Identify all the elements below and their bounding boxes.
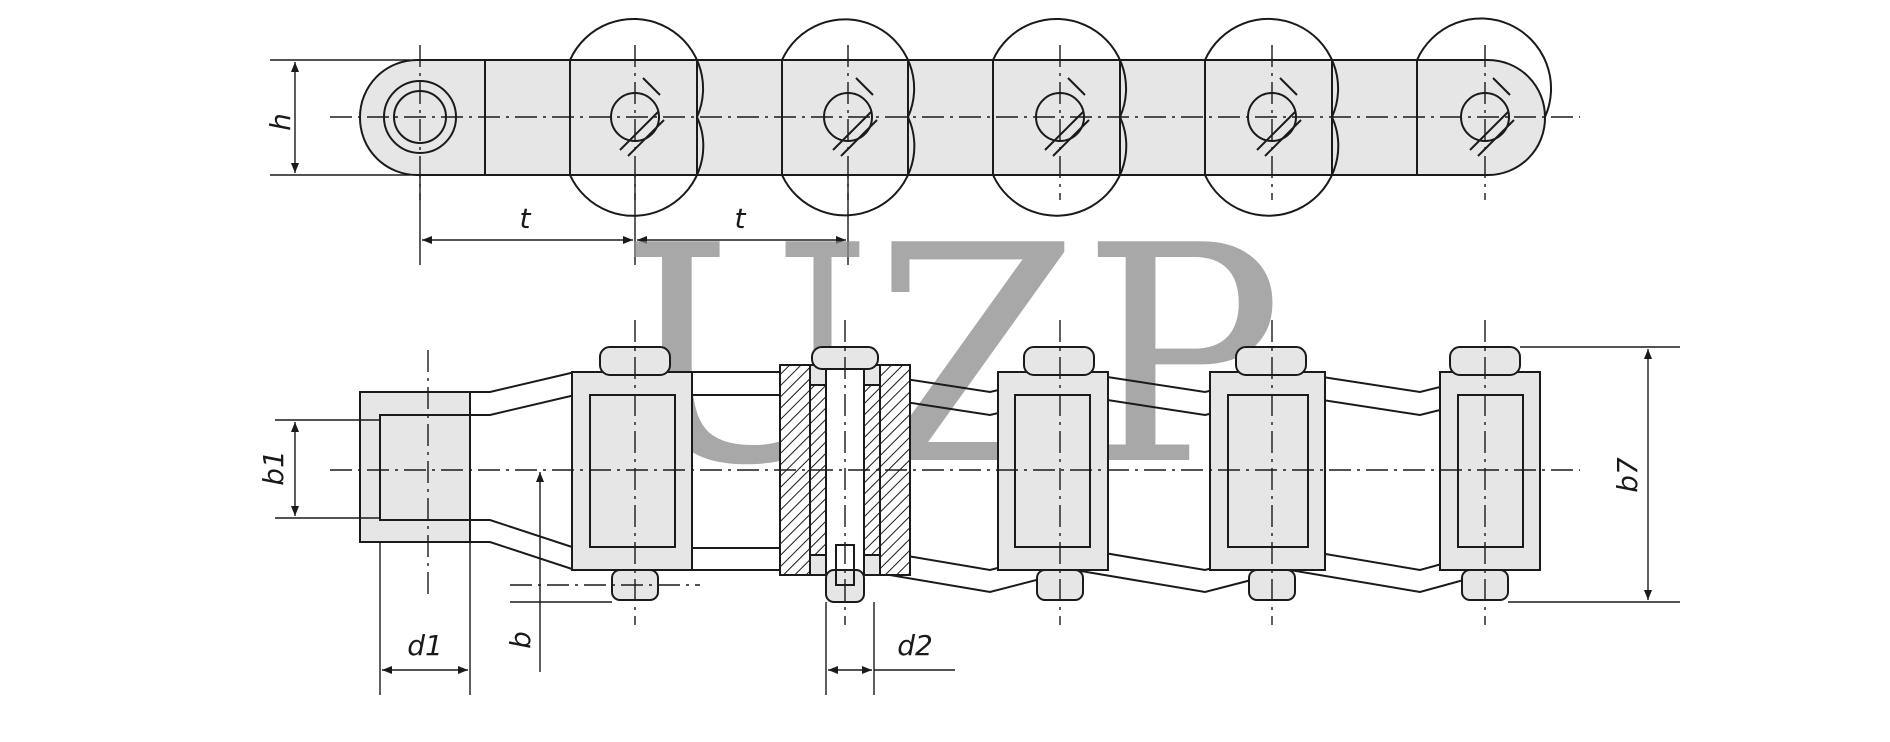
dimension-h <box>270 59 410 176</box>
dimension-b1 <box>275 419 380 519</box>
label-t-2: t <box>735 202 747 235</box>
dimension-b7 <box>1508 346 1680 603</box>
top-centerlines <box>330 45 1580 200</box>
top-view <box>270 17 1580 265</box>
dimension-b <box>510 472 612 672</box>
label-d2: d2 <box>897 629 933 662</box>
label-b: b <box>504 631 537 649</box>
label-b7: b7 <box>1611 457 1644 493</box>
dimension-d2 <box>825 602 955 695</box>
dimension-d1 <box>379 542 471 695</box>
label-h: h <box>264 113 297 131</box>
watermark-text: UZP <box>620 182 1283 531</box>
label-d1: d1 <box>407 629 443 662</box>
dimension-t <box>419 175 849 265</box>
side-centerlines <box>330 320 1580 625</box>
label-t-1: t <box>520 202 532 235</box>
label-b1: b1 <box>257 450 290 486</box>
side-view <box>275 320 1680 695</box>
